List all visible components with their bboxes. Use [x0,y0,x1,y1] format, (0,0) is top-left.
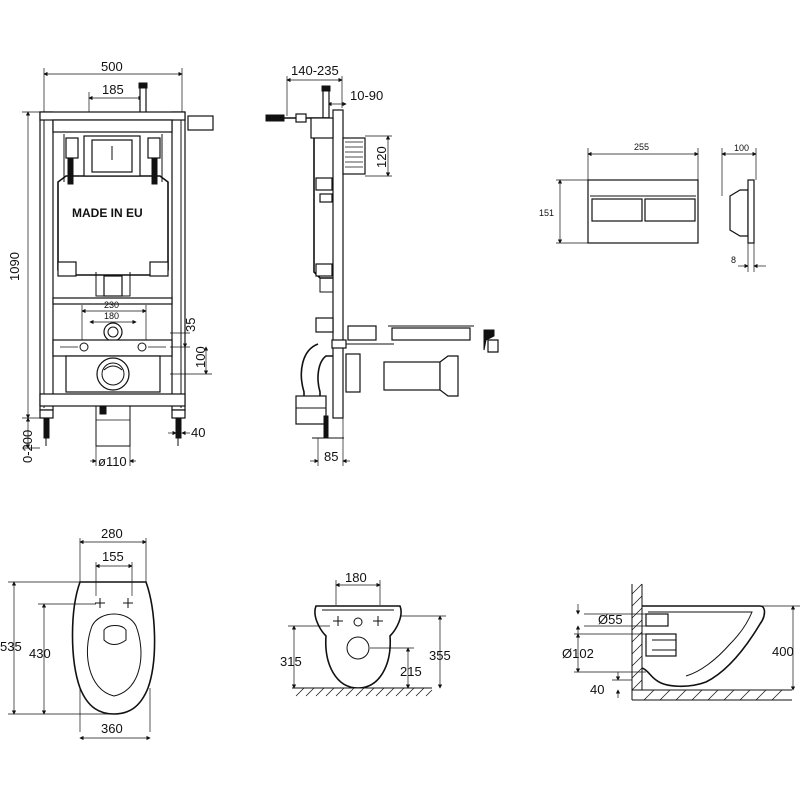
dim-bottom-85: 85 [324,449,338,464]
bowl-back-view: 180 315 215 355 [280,570,451,697]
dim-180: 180 [104,311,119,321]
dim-height-1090: 1090 [7,252,22,281]
dim-230: 230 [104,300,119,310]
made-in-eu-label: MADE IN EU [72,206,143,220]
dim-top-185: 185 [102,82,124,97]
bowl-side-view: Ø55 Ø102 400 40 [562,583,800,701]
dim-side-400: 400 [772,644,794,659]
dim-depth-140-235: 140-235 [291,63,339,78]
dim-bowl-155: 155 [102,549,124,564]
dim-plate-151: 151 [539,208,554,218]
dim-back-215: 215 [400,664,422,679]
dim-35: 35 [183,318,198,332]
dim-foot-40: 40 [191,425,205,440]
dim-bowl-280: 280 [101,526,123,541]
dim-side-d55: Ø55 [598,612,623,627]
dim-100: 100 [193,346,208,368]
dim-back-180: 180 [345,570,367,585]
frame-side-view: 140-235 10-90 120 [265,63,499,466]
dim-side-40: 40 [590,682,604,697]
dim-back-355: 355 [429,648,451,663]
dim-button-120: 120 [374,146,389,168]
dim-offset-10-90: 10-90 [350,88,383,103]
dim-back-315: 315 [280,654,302,669]
dim-side-d102: Ø102 [562,646,594,661]
dim-width-500: 500 [101,59,123,74]
dim-leg-0-200: 0-200 [20,430,35,463]
flush-plate-view: 255 151 100 8 [539,142,766,272]
dim-bowl-430: 430 [29,646,51,661]
dim-plate-255: 255 [634,142,649,152]
dim-pipe-110: ø110 [98,454,127,469]
frame-front-view: 500 185 MADE IN EU [7,59,214,469]
dim-bowl-535: 535 [0,639,22,654]
dim-plate-depth-100: 100 [734,143,749,153]
bowl-top-view: 280 155 535 430 360 [0,526,156,741]
dim-bowl-360: 360 [101,721,123,736]
dim-plate-8: 8 [731,255,736,265]
